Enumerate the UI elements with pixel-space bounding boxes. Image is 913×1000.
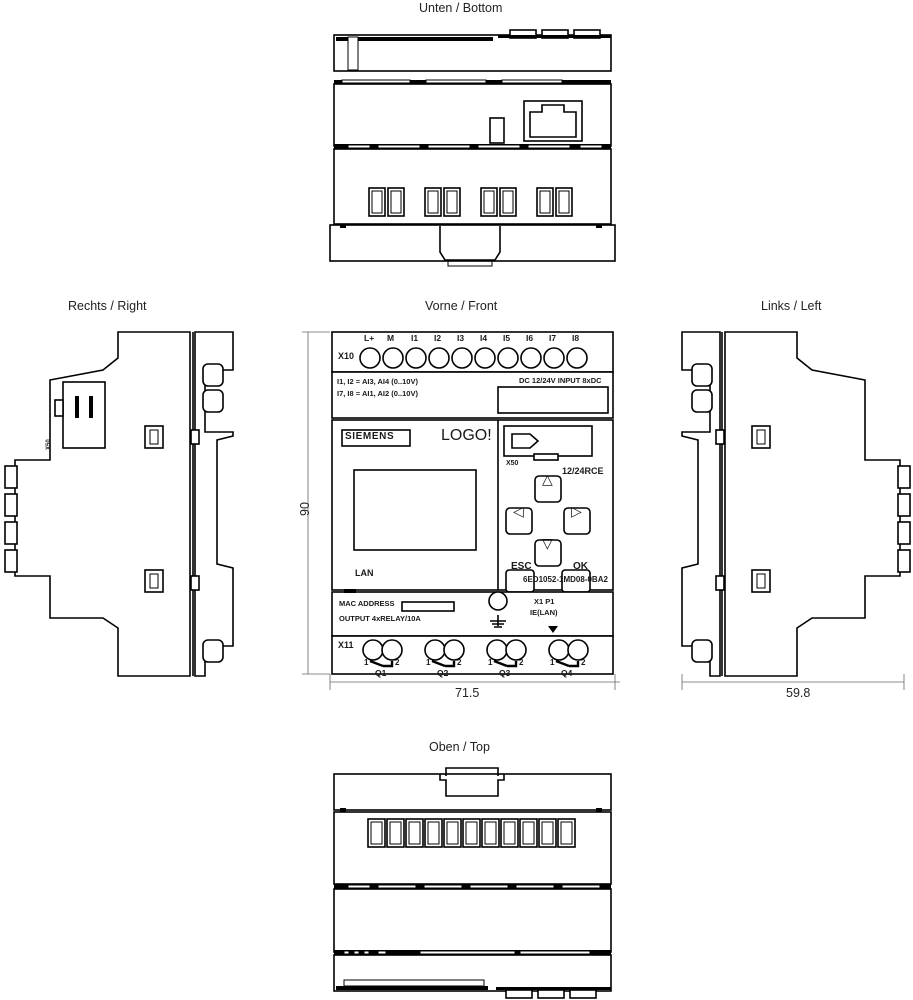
view-top bbox=[330, 767, 615, 999]
front-terminal-label-8: I7 bbox=[549, 333, 557, 343]
key-down-glyph[interactable]: ▽ bbox=[542, 535, 553, 551]
front-display-label: LAN bbox=[355, 568, 374, 578]
front-input-note-line1: I1, I2 = AI3, AI4 (0..10V) bbox=[337, 377, 418, 386]
front-port-label-line1: X1 P1 bbox=[534, 597, 555, 606]
key-esc-label[interactable]: ESC bbox=[511, 561, 532, 572]
dimension-depth-label: 59.8 bbox=[786, 686, 811, 700]
view-front bbox=[330, 330, 615, 675]
key-left-shape bbox=[505, 507, 533, 535]
view-title-top: Oben / Top bbox=[429, 740, 490, 754]
front-terminal-label-2: I1 bbox=[411, 333, 419, 343]
front-terminal-label-7: I6 bbox=[526, 333, 534, 343]
front-product-label: LOGO! bbox=[441, 427, 492, 444]
relay-pin-left-2: 1 bbox=[488, 658, 493, 667]
front-terminal-label-6: I5 bbox=[503, 333, 511, 343]
front-terminal-label-1: M bbox=[387, 333, 395, 343]
key-ok-label[interactable]: OK bbox=[573, 561, 588, 572]
front-model-label: 12/24RCE bbox=[562, 466, 604, 476]
key-right-glyph[interactable]: ▷ bbox=[571, 503, 582, 519]
relay-pin-right-1: 2 bbox=[457, 658, 462, 667]
key-left-glyph[interactable]: ◁ bbox=[513, 503, 524, 519]
front-terminal-label-3: I2 bbox=[434, 333, 442, 343]
key-up-glyph[interactable]: △ bbox=[542, 471, 553, 487]
front-output-connector-label: X11 bbox=[338, 640, 354, 650]
view-title-left: Links / Left bbox=[761, 299, 822, 313]
front-brand-label: SIEMENS bbox=[345, 431, 395, 442]
relay-pin-right-3: 2 bbox=[581, 658, 586, 667]
front-order-number: 6ED1052-1MD08-0BA2 bbox=[523, 575, 608, 584]
key-down-shape bbox=[534, 539, 562, 567]
front-dimension-lines bbox=[290, 330, 620, 710]
front-input-terminals bbox=[359, 347, 588, 369]
front-terminal-label-0: L+ bbox=[364, 333, 375, 343]
dimension-width-label: 71.5 bbox=[455, 686, 480, 700]
front-input-connector-label: X10 bbox=[338, 351, 355, 361]
top-terminal-slots bbox=[367, 818, 576, 848]
relay-name-2: Q3 bbox=[499, 668, 511, 678]
left-dimension-lines bbox=[675, 672, 910, 694]
front-terminal-label-9: I8 bbox=[572, 333, 580, 343]
front-terminal-label-5: I4 bbox=[480, 333, 488, 343]
key-up-shape bbox=[534, 475, 562, 503]
relay-pin-right-0: 2 bbox=[395, 658, 400, 667]
front-card-slot-label: X50 bbox=[506, 460, 519, 467]
front-input-note-line2: I7, I8 = AI1, AI2 (0..10V) bbox=[337, 389, 418, 398]
view-title-right: Rechts / Right bbox=[68, 299, 147, 313]
front-mac-address-label: MAC ADDRESS bbox=[339, 599, 395, 608]
view-title-front: Vorne / Front bbox=[425, 299, 498, 313]
dimension-height-label: 90 bbox=[298, 502, 312, 516]
right-view-connector-label: X50 bbox=[46, 439, 52, 450]
view-left bbox=[675, 328, 911, 683]
front-supply-text: DC 12/24V INPUT 8xDC bbox=[519, 376, 602, 385]
view-bottom bbox=[329, 29, 616, 275]
relay-name-0: Q1 bbox=[375, 668, 387, 678]
key-right-shape bbox=[563, 507, 591, 535]
front-port-label-line2: IE(LAN) bbox=[530, 608, 558, 617]
relay-pin-left-3: 1 bbox=[550, 658, 555, 667]
view-right bbox=[4, 328, 240, 683]
relay-pin-left-0: 1 bbox=[364, 658, 369, 667]
front-output-terminals bbox=[362, 639, 589, 661]
relay-name-3: Q4 bbox=[561, 668, 573, 678]
relay-pin-right-2: 2 bbox=[519, 658, 524, 667]
front-terminal-label-4: I3 bbox=[457, 333, 465, 343]
relay-pin-left-1: 1 bbox=[426, 658, 431, 667]
relay-name-1: Q2 bbox=[437, 668, 449, 678]
front-output-text: OUTPUT 4xRELAY/10A bbox=[339, 614, 421, 623]
view-title-bottom: Unten / Bottom bbox=[419, 1, 503, 15]
